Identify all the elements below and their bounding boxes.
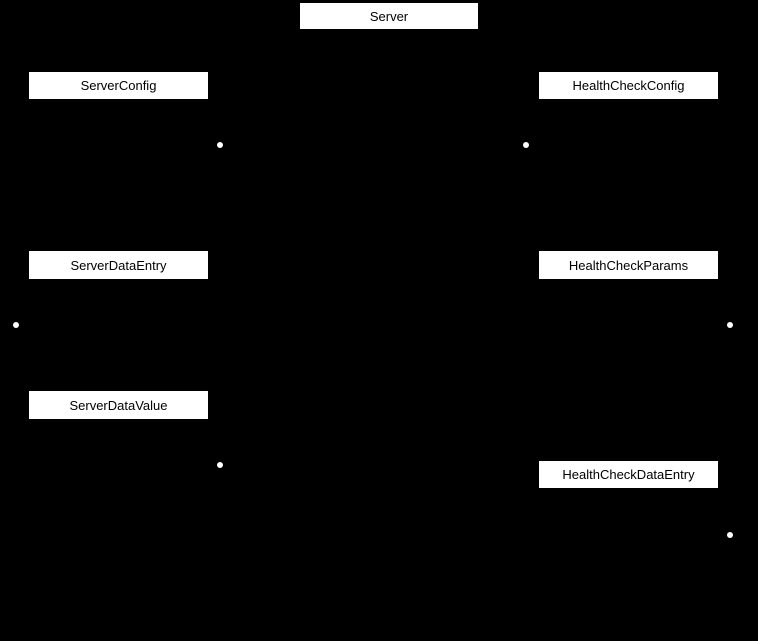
class-node-server-data-entry-label: ServerDataEntry — [70, 257, 167, 273]
connector-dot — [727, 322, 733, 328]
class-node-health-check-params-label: HealthCheckParams — [568, 257, 689, 273]
class-node-server-config: ServerConfig — [29, 72, 208, 99]
class-node-server: Server — [300, 3, 478, 29]
class-node-health-check-data-entry: HealthCheckDataEntry — [539, 461, 718, 488]
class-node-health-check-config-label: HealthCheckConfig — [572, 78, 685, 93]
connector-dot — [523, 142, 529, 148]
class-node-health-check-data-entry-label: HealthCheckDataEntry — [562, 467, 695, 482]
connector-dot — [217, 462, 223, 468]
class-node-server-label: Server — [369, 8, 409, 24]
connector-dot — [727, 532, 733, 538]
connector-dot — [13, 322, 19, 328]
class-node-server-data-value: ServerDataValue — [29, 391, 208, 419]
class-node-health-check-config: HealthCheckConfig — [539, 72, 718, 99]
class-node-server-data-value-label: ServerDataValue — [69, 397, 168, 413]
class-node-server-data-entry: ServerDataEntry — [29, 251, 208, 279]
class-node-health-check-params: HealthCheckParams — [539, 251, 718, 279]
class-node-server-config-label: ServerConfig — [80, 78, 157, 93]
connector-dot — [217, 142, 223, 148]
